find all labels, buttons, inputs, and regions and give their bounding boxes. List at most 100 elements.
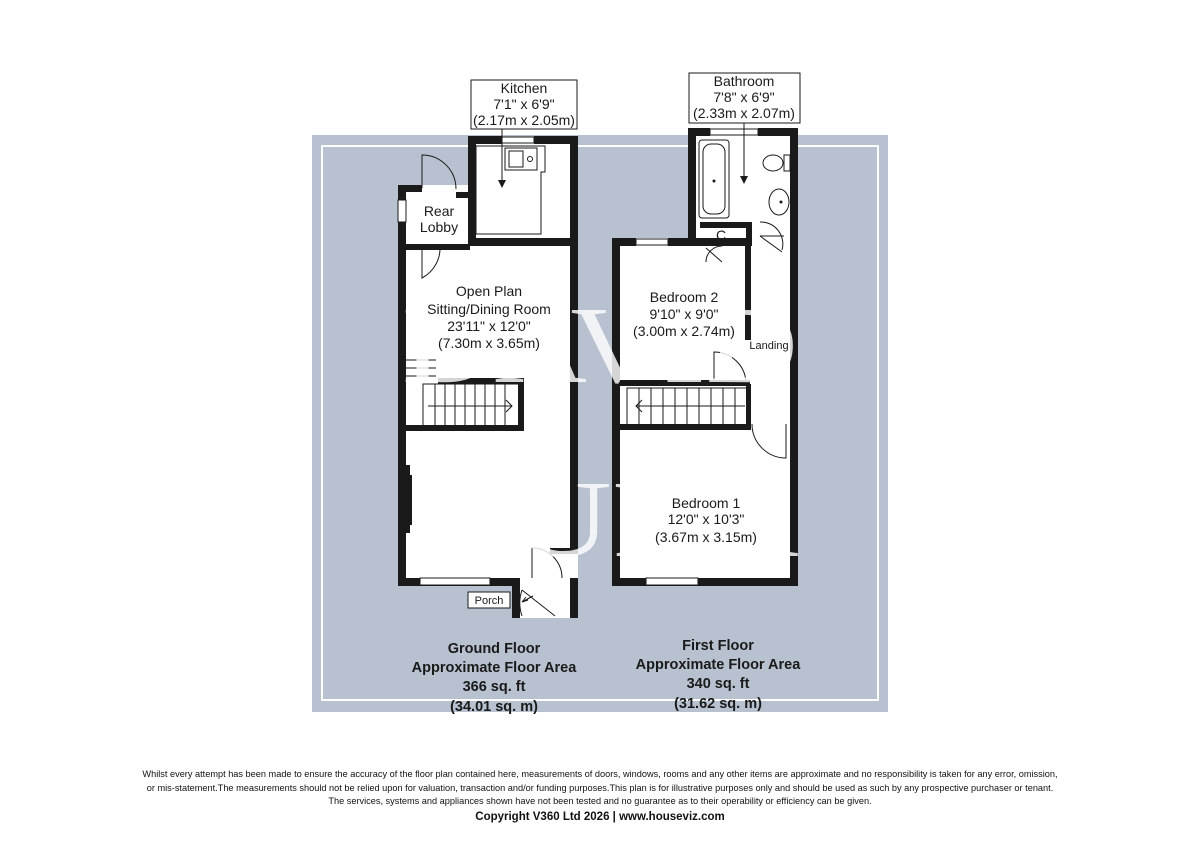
- wall: [398, 280, 406, 585]
- pointer-arrow-icon: [740, 176, 748, 184]
- toilet-icon: [762, 154, 784, 172]
- wall: [550, 548, 578, 554]
- bathroom-window: [709, 128, 759, 136]
- porch-label-box: [467, 591, 511, 609]
- wall: [438, 378, 524, 384]
- landing-name: Landing: [749, 340, 788, 352]
- bathroom-imperial: 7'8" x 6'9": [713, 89, 774, 105]
- wall: [746, 222, 752, 246]
- washbasin-icon: [768, 188, 790, 216]
- wall: [456, 192, 472, 198]
- bathroom-metric: (2.33m x 2.07m): [693, 105, 795, 121]
- first-floor-sqft: 340 sq. ft: [687, 676, 750, 692]
- door-swing: [705, 245, 723, 263]
- ground-floor-sqft: 366 sq. ft: [463, 679, 526, 695]
- front-window: [419, 577, 491, 586]
- first-floor-sqm: (31.62 sq. m): [674, 696, 762, 712]
- wall: [570, 578, 578, 618]
- wall: [688, 128, 696, 246]
- copyright-text: Copyright V360 Ltd 2026 | www.houseviz.c…: [475, 810, 725, 823]
- wall: [468, 136, 476, 246]
- stair-treads: [638, 388, 736, 426]
- first-floor-plan: [612, 72, 801, 586]
- kitchen-metric: (2.17m x 2.05m): [473, 112, 575, 128]
- rear-lobby-line1: Rear: [424, 203, 455, 219]
- wall: [518, 378, 524, 430]
- door-swing: [421, 154, 457, 190]
- wall: [398, 185, 422, 192]
- disclaimer-line3: The services, systems and appliances sho…: [328, 796, 872, 806]
- ground-floor-subtitle: Approximate Floor Area: [412, 660, 578, 676]
- porch-name: Porch: [475, 595, 504, 607]
- watermark-line1: DAVID: [402, 284, 798, 406]
- rear-lobby-line2: Lobby: [420, 219, 458, 235]
- ground-floor-sqm: (34.01 sq. m): [450, 699, 538, 715]
- wall: [612, 238, 620, 586]
- wall: [512, 578, 520, 618]
- bedroom1-window: [645, 577, 699, 586]
- open-plan-metric: (7.30m x 3.65m): [438, 335, 540, 351]
- bedroom1-imperial: 12'0" x 10'3": [668, 511, 745, 527]
- door-swing: [751, 423, 787, 459]
- under-stairs-lines: [406, 359, 436, 377]
- entrance-arrow-icon: [521, 595, 534, 603]
- wall: [700, 222, 752, 228]
- cupboard-name: C: [716, 227, 726, 243]
- ground-floor-title: Ground Floor: [448, 641, 541, 657]
- ground-floor-plan: [397, 79, 578, 618]
- wall: [612, 578, 798, 586]
- bath-icon: [698, 139, 730, 219]
- bath-drain-icon: [712, 179, 716, 183]
- basin-drain-icon: [779, 200, 783, 204]
- door-arc: [759, 221, 784, 251]
- wall: [746, 384, 751, 430]
- bathroom-name: Bathroom: [714, 73, 775, 89]
- stair-arrow-icon: [428, 399, 513, 413]
- bedroom2-name: Bedroom 2: [650, 289, 719, 305]
- bedroom2-imperial: 9'10" x 9'0": [650, 306, 719, 322]
- sink-bowl-icon: [508, 150, 524, 168]
- wall: [476, 238, 578, 246]
- wall: [790, 128, 798, 586]
- kitchen-label-box: [470, 79, 578, 130]
- door-swing: [759, 235, 784, 253]
- disclaimer: Whilst every attempt has been made to en…: [0, 768, 1200, 824]
- wall: [534, 136, 578, 144]
- open-plan-line2: Sitting/Dining Room: [427, 301, 551, 317]
- watermark-line2: BURR: [418, 458, 799, 580]
- wall: [404, 425, 524, 431]
- first-floor-subtitle: Approximate Floor Area: [636, 657, 802, 673]
- disclaimer-line2: or mis-statement.The measurements should…: [146, 782, 1054, 793]
- wall: [616, 424, 750, 430]
- stair-arrow-icon: [635, 399, 745, 413]
- wall: [570, 245, 578, 548]
- open-plan-imperial: 23'11" x 12'0": [447, 318, 531, 334]
- bedroom2-window: [635, 238, 669, 246]
- bath-inner-icon: [702, 143, 726, 215]
- kitchen-imperial: 7'1" x 6'9": [493, 96, 554, 112]
- tap-icon: [527, 156, 533, 162]
- kitchen-name: Kitchen: [501, 80, 548, 96]
- fireplace-icon: [406, 475, 412, 525]
- wall: [758, 128, 798, 136]
- bathroom-label-box: [688, 72, 801, 124]
- pointer-arrow-icon: [498, 180, 506, 188]
- wall: [398, 244, 470, 250]
- toilet-cistern-icon: [783, 154, 791, 172]
- sink-icon: [504, 147, 538, 171]
- kitchen-worktop: [475, 145, 546, 235]
- first-floor-title: First Floor: [682, 638, 754, 654]
- bedroom1-name: Bedroom 1: [672, 495, 741, 511]
- open-plan-line1: Open Plan: [456, 283, 522, 299]
- lobby-window: [397, 199, 407, 223]
- bedroom2-metric: (3.00m x 2.74m): [633, 323, 735, 339]
- wall: [668, 238, 752, 246]
- wall: [688, 128, 710, 136]
- door-swing: [713, 351, 747, 383]
- door-swing: [531, 547, 563, 579]
- porch-floor: [512, 580, 578, 618]
- bedroom1-metric: (3.67m x 3.15m): [655, 529, 757, 545]
- wall: [570, 136, 578, 248]
- wall: [616, 380, 750, 386]
